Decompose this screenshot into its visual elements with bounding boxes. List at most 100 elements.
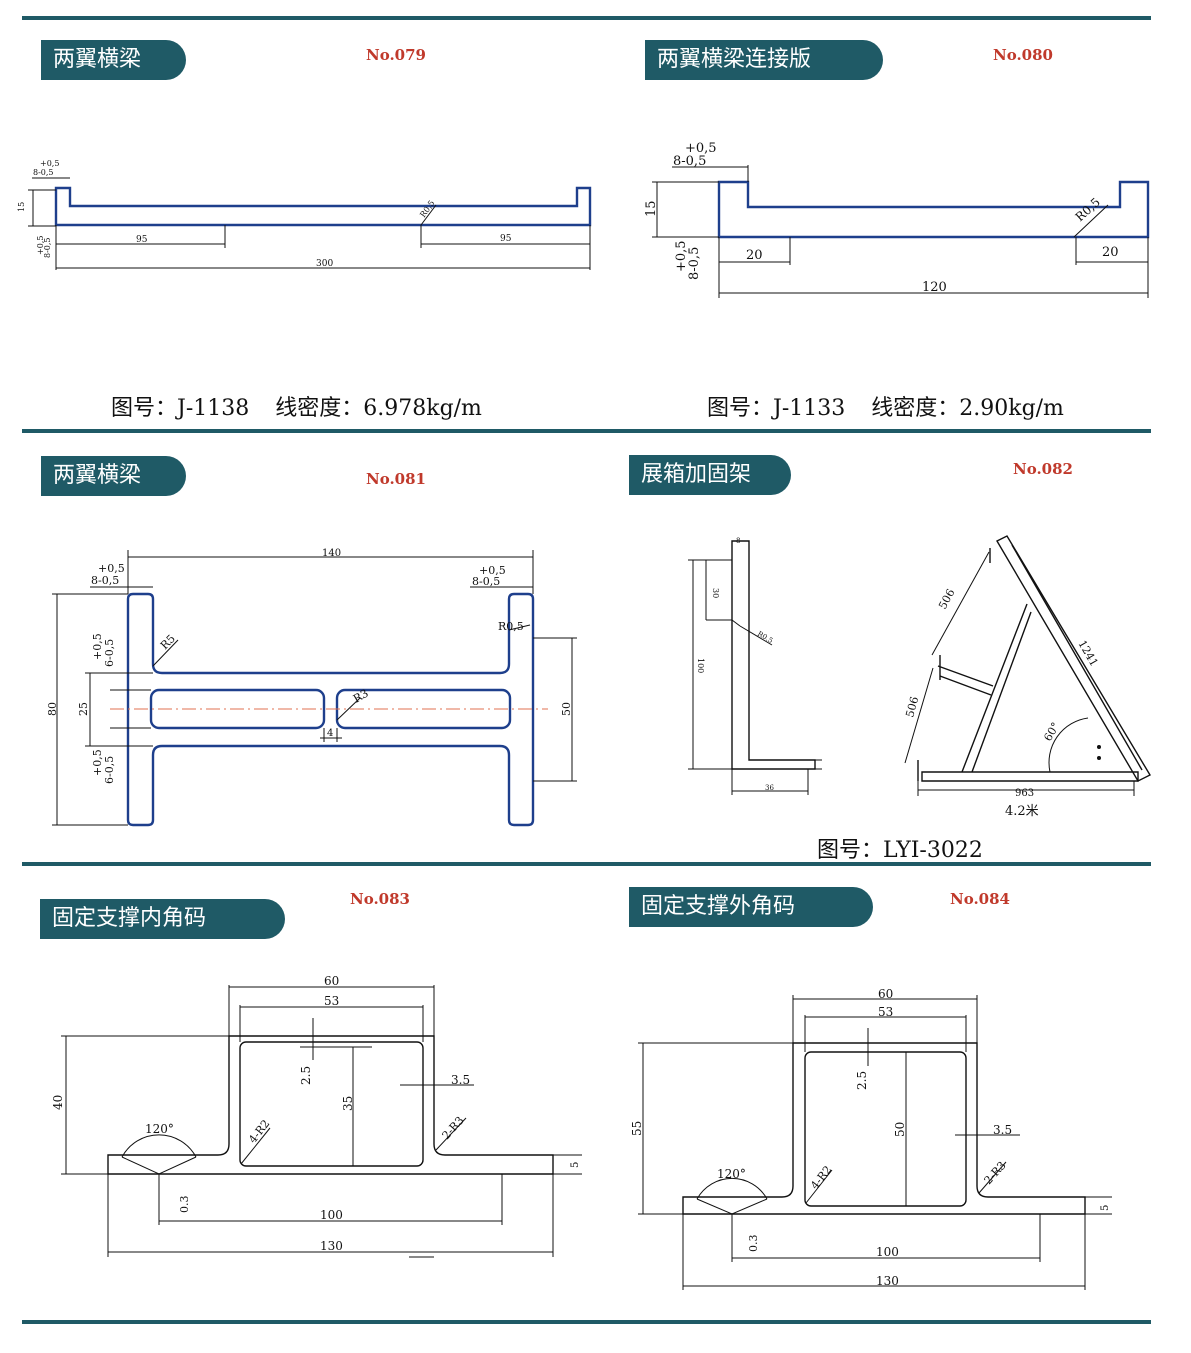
section-title-079: 两翼横梁 — [41, 40, 186, 80]
dimension-label: 55 — [630, 1121, 644, 1136]
drawing-number: 图号：J-1133 — [707, 396, 846, 421]
dimension-label: 20 — [1102, 245, 1119, 260]
dimension-label: 60 — [878, 987, 893, 1001]
dimension-label: 1241 — [1075, 638, 1100, 669]
tolerance-label: +0,5 — [91, 749, 104, 776]
radius-label: R5 — [158, 632, 178, 652]
frame-base — [921, 771, 1139, 782]
dimension-label: 4 — [327, 728, 333, 739]
radius-label: R0,5 — [498, 620, 524, 633]
dimension-label: 100 — [320, 1208, 343, 1222]
caption-080: 图号：J-1133 线密度：2.90kg/m — [707, 390, 1090, 422]
dimension-label: 0.3 — [178, 1196, 191, 1214]
product-number-081: No.081 — [366, 470, 426, 488]
inner-cavity — [239, 1041, 424, 1167]
angle-label: 120° — [145, 1122, 174, 1136]
profile-outline — [717, 180, 1150, 239]
dimension-label: 15 — [644, 200, 659, 217]
dimension-label: 506 — [903, 695, 921, 719]
profile-outline — [731, 540, 816, 770]
dimension-label: 3.5 — [993, 1123, 1012, 1137]
dimension-label: 963 — [1015, 788, 1034, 799]
profile-outline — [682, 1042, 1086, 1215]
product-number-080: No.080 — [993, 46, 1053, 64]
section-title-082: 展箱加固架 — [629, 455, 791, 495]
linear-density: 线密度：2.90kg/m — [871, 396, 1064, 421]
tolerance-label: +0,5 — [674, 240, 689, 272]
tolerance-label: +0,5 — [479, 564, 506, 577]
dimension-label: 100 — [696, 658, 705, 673]
profile-outline — [54, 186, 592, 227]
dimension-label: 80 — [46, 702, 59, 716]
section-title-081: 两翼横梁 — [41, 456, 186, 496]
tolerance-label: 8-0,5 — [33, 168, 54, 177]
dimension-label: 2.5 — [855, 1071, 869, 1090]
dimension-label: 95 — [136, 235, 148, 245]
tolerance-label: 8-0,5 — [687, 247, 702, 280]
inner-cavity — [804, 1051, 967, 1207]
frame-diagonal — [996, 535, 1151, 782]
section-divider — [22, 429, 1151, 433]
dimension-label: 5 — [1100, 1205, 1111, 1211]
dimension-label: 50 — [560, 702, 573, 716]
tolerance-label: +0,5 — [40, 159, 59, 168]
radius-label: 2-R3 — [440, 1114, 467, 1142]
drawing-079: +0,5 8-0,5 15 +0,5 8-0,5 95 95 300 R0,5 — [17, 159, 592, 270]
section-divider — [22, 16, 1151, 20]
drawing-number: 图号：J-1138 — [111, 396, 250, 421]
dimension-label: 15 — [17, 202, 26, 212]
dimension-label: 300 — [316, 259, 333, 269]
angle-label: 60° — [1041, 720, 1062, 743]
tolerance-label: 8-0,5 — [673, 154, 706, 169]
inner-slot — [149, 688, 326, 730]
dimension-label: 40 — [51, 1095, 65, 1110]
dimension-label: 506 — [936, 587, 957, 612]
section-title-083: 固定支撑内角码 — [40, 899, 285, 939]
dimension-label: 95 — [500, 234, 512, 244]
dimension-label: 0.3 — [747, 1235, 760, 1253]
tolerance-label: 8-0,5 — [91, 574, 119, 587]
overall-length-label: 4.2米 — [1005, 804, 1039, 819]
drawing-081: 140 +0,5 8-0,5 +0,5 8-0,5 R5 R0,5 +0,5 6… — [46, 548, 577, 827]
product-number-079: No.079 — [366, 46, 426, 64]
section-divider — [22, 862, 1151, 866]
dimension-label: 100 — [876, 1245, 899, 1259]
dimension-label: 2.5 — [299, 1066, 313, 1085]
dimension-label: 130 — [320, 1239, 343, 1253]
profile-outline — [126, 592, 535, 827]
product-number-082: No.082 — [1013, 460, 1073, 478]
tolerance-label: 6-0,5 — [103, 756, 116, 784]
tolerance-label: 8-0,5 — [472, 575, 500, 588]
radius-label: R0.5 — [756, 630, 774, 645]
drawing-083: 60 53 2.5 35 3.5 40 120° 4-R2 2-R3 0.3 1… — [51, 974, 582, 1258]
tolerance-label: +0,5 — [91, 633, 104, 660]
profile-outline — [107, 1035, 554, 1175]
dimension-label: 3.5 — [451, 1073, 470, 1087]
dimension-label: 8 — [736, 537, 740, 545]
dimension-label: 25 — [77, 702, 90, 716]
radius-label: 4-R2 — [246, 1117, 272, 1145]
section-title-080: 两翼横梁连接版 — [645, 40, 883, 80]
drawing-number: 图号：LYI-3022 — [817, 838, 983, 863]
dimension-label: 35 — [341, 1096, 355, 1111]
linear-density: 线密度：6.978kg/m — [275, 396, 482, 421]
dimension-label: 130 — [876, 1274, 899, 1288]
dimension-label: 36 — [765, 784, 774, 792]
dimension-label: 20 — [746, 248, 763, 263]
dimension-label: 120 — [922, 280, 947, 295]
section-title-084: 固定支撑外角码 — [629, 887, 873, 927]
dimension-label: 140 — [322, 548, 341, 559]
radius-label: R0,5 — [1073, 195, 1103, 224]
drawing-082: 8 30 R0.5 100 36 506 1241 506 60° 963 4.… — [688, 535, 1151, 819]
tolerance-label: +0,5 — [685, 141, 717, 156]
drawing-080: +0,5 8-0,5 15 +0,5 8-0,5 20 20 120 R0,5 — [644, 141, 1150, 298]
caption-079: 图号：J-1138 线密度：6.978kg/m — [111, 390, 508, 422]
section-divider — [22, 1320, 1151, 1324]
product-number-084: No.084 — [950, 890, 1010, 908]
dimension-label: 50 — [893, 1122, 907, 1137]
caption-082: 图号：LYI-3022 — [817, 832, 1009, 864]
drawing-084: 60 53 2.5 50 3.5 55 120° 4-R2 2-R3 0.3 1… — [630, 987, 1112, 1290]
dimension-label: 30 — [711, 588, 720, 598]
radius-label: 4-R2 — [808, 1163, 834, 1191]
